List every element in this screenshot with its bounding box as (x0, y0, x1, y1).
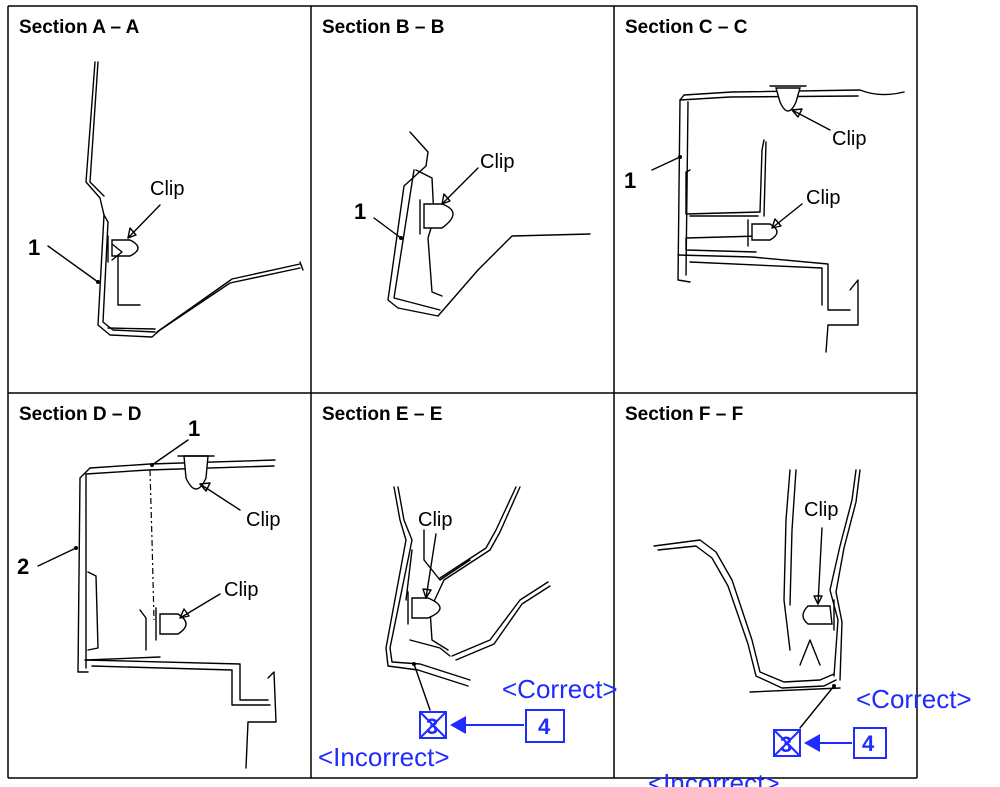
section-f-arrow (804, 734, 852, 752)
section-f-clip-label: Clip (804, 499, 838, 521)
section-d-drawing (37, 439, 277, 769)
section-a: Section A – A Clip 1 (19, 17, 304, 338)
section-c-title: Section C – C (625, 17, 748, 38)
section-f-box-3: 3 (773, 729, 801, 757)
svg-text:4: 4 (538, 714, 551, 739)
section-c-number-1: 1 (624, 168, 636, 193)
section-e-box-3: 3 (419, 711, 447, 739)
section-e-correct-label: <Correct> (502, 674, 618, 704)
section-f-title: Section F – F (625, 404, 743, 425)
section-d-clip-top-label: Clip (246, 509, 280, 531)
section-a-title: Section A – A (19, 17, 140, 38)
section-a-clip-shape (111, 239, 139, 257)
section-e-title: Section E – E (322, 404, 442, 425)
section-d-clip-top-shape (183, 455, 209, 490)
section-f-incorrect-label: <Incorrect> (648, 768, 780, 787)
section-c-drawing (651, 85, 905, 353)
section-d-title: Section D – D (19, 404, 141, 425)
section-c-clip-bottom-label: Clip (806, 187, 840, 209)
section-b-number-1: 1 (354, 199, 366, 224)
section-e-clip-shape (411, 597, 441, 619)
section-f-drawing (653, 469, 861, 729)
section-e-drawing (385, 486, 551, 711)
section-e-box-4: 4 (525, 709, 565, 743)
svg-text:4: 4 (862, 731, 875, 756)
section-c-clip-bottom-shape (751, 223, 778, 241)
section-b-title: Section B – B (322, 17, 444, 38)
section-a-drawing (47, 61, 304, 338)
section-b-clip-label: Clip (480, 151, 514, 173)
section-b-drawing (373, 131, 591, 317)
section-f-box-4: 4 (853, 727, 887, 759)
grid-frame (7, 5, 918, 779)
section-d-clip-bottom-shape (159, 613, 187, 635)
section-b: Section B – B Clip 1 (322, 17, 591, 317)
section-b-clip-shape (423, 203, 454, 229)
section-f-correct-label: <Correct> (856, 684, 972, 714)
section-c-clip-top-label: Clip (832, 128, 866, 150)
section-e-incorrect-label: <Incorrect> (318, 742, 450, 772)
section-d-number-1: 1 (188, 416, 200, 441)
section-d-clip-bottom-label: Clip (224, 579, 258, 601)
section-e-clip-label: Clip (418, 509, 452, 531)
svg-text:3: 3 (426, 714, 438, 739)
section-c-clip-top-shape (775, 87, 801, 112)
section-f: Section F – F Clip 3 (625, 404, 972, 787)
section-e: Section E – E Clip 3 (318, 404, 618, 772)
section-a-number-1: 1 (28, 235, 40, 260)
section-d: Section D – D Clip Cl (17, 404, 280, 769)
svg-text:3: 3 (780, 732, 792, 757)
section-c: Section C – C Clip Clip (624, 17, 905, 353)
section-a-clip-label: Clip (150, 178, 184, 200)
section-d-number-2: 2 (17, 554, 29, 579)
section-e-arrow (450, 716, 524, 734)
section-f-clip-shape (802, 605, 833, 625)
